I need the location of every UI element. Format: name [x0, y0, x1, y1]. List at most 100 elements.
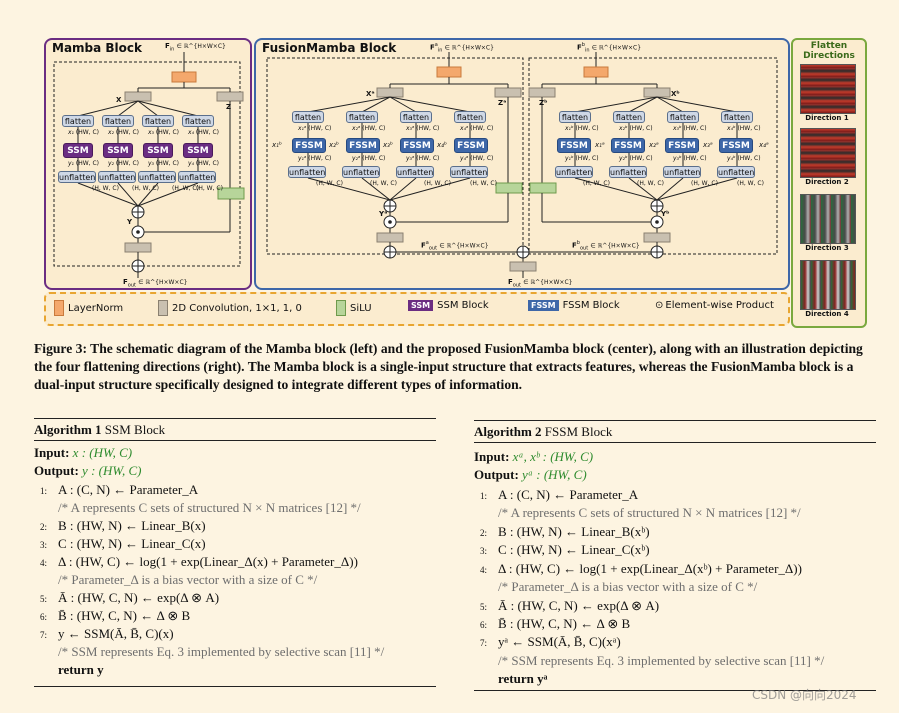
fusion-b-hwc-1: (H, W, C)	[583, 180, 610, 187]
mamba-y-label: Y	[127, 218, 133, 226]
fusion-b-xa1: x₁ᵃ	[595, 141, 605, 149]
fusion-yb-label: Yᵇ	[661, 210, 670, 218]
fusion-b-unflatten-3: unflatten	[663, 166, 701, 178]
algo1-line-2: 2:B : (HW, N) ← Linear_B(x)	[40, 518, 206, 533]
mamba-ssm-1: SSM	[63, 143, 93, 158]
mamba-conv-z	[216, 91, 244, 102]
algo1-line-7c: /* SSM represents Eq. 3 implemented by s…	[58, 644, 385, 659]
fusion-b-hwc-2: (H, W, C)	[637, 180, 664, 187]
fusion-a-x4: x₄ᵃ (HW, C)	[460, 125, 494, 132]
mamba-silu	[217, 187, 245, 200]
fusion-b-flatten-4: flatten	[721, 111, 753, 123]
legend-silu-swatch	[336, 300, 346, 316]
fusion-a-conv-out	[376, 232, 404, 243]
fusion-a-xb2: x₂ᵇ	[329, 141, 339, 149]
algo1-line-1c: /* A represents C sets of structured N ×…	[58, 500, 361, 515]
fusion-a-silu	[495, 182, 523, 194]
algo2-line-7c: /* SSM represents Eq. 3 implemented by s…	[498, 653, 825, 668]
direction-4-image	[800, 260, 856, 310]
mamba-conv-x	[124, 91, 152, 102]
legend-silu: SiLU	[336, 300, 372, 316]
fusion-b-fssm-1: FSSM	[557, 138, 591, 153]
algo2-line-4: 4:Δ : (HW, C) ← log(1 + exp(Linear_Δ(xᵇ)…	[480, 561, 802, 576]
legend-fssm-swatch: FSSM	[528, 300, 559, 311]
fusion-a-layernorm	[436, 66, 462, 78]
fusion-a-xb3: x₃ᵇ	[383, 141, 393, 149]
algo1-output: Output: y : (HW, C)	[34, 463, 142, 478]
legend-layernorm-swatch	[54, 300, 64, 316]
fusion-b-x4: x₄ᵇ (HW, C)	[727, 125, 761, 132]
algorithm-1: Algorithm 1 SSM Block Input: x : (HW, C)…	[34, 416, 436, 692]
mamba-y2: y₂ (HW, C)	[108, 160, 140, 167]
algo1-line-7: 7:y ← SSM(Ā, B̄, C)(x)	[40, 626, 174, 641]
figure-caption: Figure 3: The schematic diagram of the M…	[34, 341, 863, 392]
mamba-input-label: Fin ∈ ℝ^{H×W×C}	[165, 42, 226, 53]
fusion-b-x2: x₂ᵇ (HW, C)	[619, 125, 653, 132]
fusion-a-fssm-2: FSSM	[346, 138, 380, 153]
fusion-b-xa3: x₃ᵃ	[703, 141, 713, 149]
algo2-return: return yᵃ	[498, 671, 548, 686]
direction-2-image	[800, 128, 856, 178]
algo1-line-3: 3:C : (HW, N) ← Linear_C(x)	[40, 536, 206, 551]
fusion-output-label: Fout ∈ ℝ^{H×W×C}	[508, 278, 573, 289]
fusion-a-y4: y₄ᵃ (HW, C)	[460, 155, 494, 162]
algo2-line-3: 3:C : (HW, N) ← Linear_C(xᵇ)	[480, 542, 650, 557]
algo2-line-6: 6:B̄ : (HW, C, N) ← Δ ⊗ B	[480, 616, 631, 631]
fusion-b-x1: x₁ᵇ (HW, C)	[565, 125, 599, 132]
fusion-b-fssm-2: FSSM	[611, 138, 645, 153]
fusion-a-conv-z	[494, 87, 522, 98]
mamba-unflatten-3: unflatten	[138, 171, 176, 183]
fusion-b-conv-z	[528, 87, 556, 98]
flatten-directions-title: Flatten Directions	[803, 41, 855, 61]
fusion-b-silu	[529, 182, 557, 194]
fusion-a-xb4: x₄ᵇ	[437, 141, 447, 149]
mamba-ssm-2: SSM	[103, 143, 133, 158]
mamba-flatten-1: flatten	[62, 115, 94, 127]
fusion-a-x1: x₁ᵃ (HW, C)	[298, 125, 332, 132]
algo2-output: Output: yᵃ : (HW, C)	[474, 467, 587, 482]
algo1-input: Input: x : (HW, C)	[34, 445, 133, 460]
direction-2-label: Direction 2	[805, 178, 849, 186]
fusion-a-output-label: Faout ∈ ℝ^{H×W×C}	[421, 240, 489, 252]
fusion-zb-label: Zᵇ	[539, 99, 548, 107]
fusion-b-flatten-2: flatten	[613, 111, 645, 123]
mamba-skip-dashed	[53, 61, 241, 267]
fusion-a-fssm-4: FSSM	[454, 138, 488, 153]
algo2-line-4c: /* Parameter_Δ is a bias vector with a s…	[498, 579, 758, 594]
fusion-b-layernorm	[583, 66, 609, 78]
algo2-input: Input: xᵃ, xᵇ : (HW, C)	[474, 449, 594, 464]
mamba-ssm-4: SSM	[183, 143, 213, 158]
mamba-flatten-4: flatten	[182, 115, 214, 127]
fusion-b-y2: y₂ᵇ (HW, C)	[619, 155, 653, 162]
fusion-a-unflatten-3: unflatten	[396, 166, 434, 178]
mamba-unflatten-4: unflatten	[178, 171, 216, 183]
fusion-a-unflatten-1: unflatten	[288, 166, 326, 178]
algo1-return: return y	[58, 662, 104, 677]
fusion-a-x2: x₂ᵃ (HW, C)	[352, 125, 386, 132]
fusion-a-hwc-3: (H, W, C)	[424, 180, 451, 187]
fusion-b-fssm-4: FSSM	[719, 138, 753, 153]
fusion-a-flatten-3: flatten	[400, 111, 432, 123]
mamba-output-label: Fout ∈ ℝ^{H×W×C}	[123, 278, 188, 289]
fusion-b-conv-x	[643, 87, 671, 98]
legend-conv: 2D Convolution, 1×1, 1, 0	[158, 300, 302, 316]
fusion-xb-label: Xᵇ	[671, 90, 680, 98]
figure: Mamba Block FusionMamba Block Flatten Di…	[0, 0, 899, 330]
mamba-ssm-3: SSM	[143, 143, 173, 158]
fusion-a-fssm-1: FSSM	[292, 138, 326, 153]
fusion-b-flatten-3: flatten	[667, 111, 699, 123]
fusion-a-flatten-4: flatten	[454, 111, 486, 123]
fusion-b-hwc-3: (H, W, C)	[691, 180, 718, 187]
algo2-line-1c: /* A represents C sets of structured N ×…	[498, 505, 801, 520]
algo2-line-2: 2:B : (HW, N) ← Linear_B(xᵇ)	[480, 524, 650, 539]
mamba-x-label: X	[116, 96, 122, 104]
fusion-a-y2: y₂ᵃ (HW, C)	[352, 155, 386, 162]
legend-ssm-swatch: SSM	[408, 300, 434, 311]
fusion-a-flatten-2: flatten	[346, 111, 378, 123]
fusion-b-unflatten-2: unflatten	[609, 166, 647, 178]
fusion-b-input-label: Fbin ∈ ℝ^{H×W×C}	[577, 42, 642, 54]
mamba-unflatten-2: unflatten	[98, 171, 136, 183]
direction-1-image	[800, 64, 856, 114]
legend-panel	[44, 292, 790, 326]
algo2-line-5: 5:Ā : (HW, C, N) ← exp(Δ ⊗ A)	[480, 598, 660, 613]
